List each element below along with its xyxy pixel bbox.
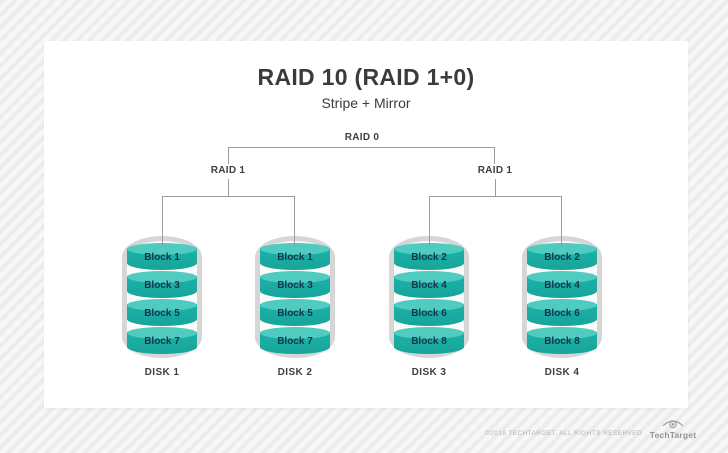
disk-cylinder-4: Block 2 Block 4 Block 6 Block 8 — [522, 236, 602, 358]
disk-block: Block 6 — [527, 299, 597, 326]
block-label: Block 6 — [411, 308, 447, 319]
techtarget-logo: TechTarget — [648, 417, 698, 440]
block-label: Block 1 — [277, 252, 313, 263]
disk-name-2: DISK 2 — [277, 367, 313, 378]
connector-raid1-left-stem — [228, 179, 229, 196]
connector-raid1-right-bracket — [429, 196, 562, 246]
connector-raid1-left-bracket — [162, 196, 295, 246]
disk-block: Block 3 — [260, 271, 330, 298]
raid0-label: RAID 0 — [344, 132, 380, 143]
block-label: Block 3 — [277, 280, 313, 291]
disk-block: Block 5 — [260, 299, 330, 326]
disk-block: Block 3 — [127, 271, 197, 298]
disk-block: Block 8 — [394, 327, 464, 354]
block-label: Block 2 — [544, 252, 580, 263]
block-label: Block 4 — [411, 280, 447, 291]
connector-raid0-bracket — [228, 147, 495, 164]
block-label: Block 8 — [544, 336, 580, 347]
disk-block: Block 8 — [527, 327, 597, 354]
page-subtitle: Stripe + Mirror — [321, 95, 411, 111]
techtarget-wordmark: TechTarget — [649, 430, 697, 440]
disk-block: Block 1 — [260, 243, 330, 270]
block-label: Block 5 — [144, 308, 180, 319]
footer-copyright: ©2018 TECHTARGET, ALL RIGHTS RESERVED — [485, 430, 642, 437]
disk-cylinder-1: Block 1 Block 3 Block 5 Block 7 — [122, 236, 202, 358]
disk-block: Block 4 — [394, 271, 464, 298]
disk-block: Block 5 — [127, 299, 197, 326]
disk-block: Block 1 — [127, 243, 197, 270]
block-label: Block 5 — [277, 308, 313, 319]
disk-block: Block 7 — [127, 327, 197, 354]
block-label: Block 7 — [144, 336, 180, 347]
block-label: Block 8 — [411, 336, 447, 347]
block-label: Block 1 — [144, 252, 180, 263]
disk-cylinder-2: Block 1 Block 3 Block 5 Block 7 — [255, 236, 335, 358]
block-label: Block 3 — [144, 280, 180, 291]
page-title: RAID 10 (RAID 1+0) — [257, 64, 475, 90]
techtarget-eye-icon — [662, 420, 684, 429]
raid1-left-label: RAID 1 — [210, 165, 246, 176]
disk-cylinder-3: Block 2 Block 4 Block 6 Block 8 — [389, 236, 469, 358]
disk-block: Block 4 — [527, 271, 597, 298]
disk-block: Block 2 — [394, 243, 464, 270]
disk-block: Block 2 — [527, 243, 597, 270]
disk-name-4: DISK 4 — [544, 367, 580, 378]
block-label: Block 6 — [544, 308, 580, 319]
disk-name-1: DISK 1 — [144, 367, 180, 378]
block-label: Block 7 — [277, 336, 313, 347]
disk-block: Block 6 — [394, 299, 464, 326]
block-label: Block 4 — [544, 280, 580, 291]
connector-raid1-right-stem — [495, 179, 496, 196]
diagram-card: RAID 10 (RAID 1+0) Stripe + Mirror RAID … — [44, 41, 688, 408]
raid1-right-label: RAID 1 — [477, 165, 513, 176]
block-label: Block 2 — [411, 252, 447, 263]
disk-name-3: DISK 3 — [411, 367, 447, 378]
disk-block: Block 7 — [260, 327, 330, 354]
